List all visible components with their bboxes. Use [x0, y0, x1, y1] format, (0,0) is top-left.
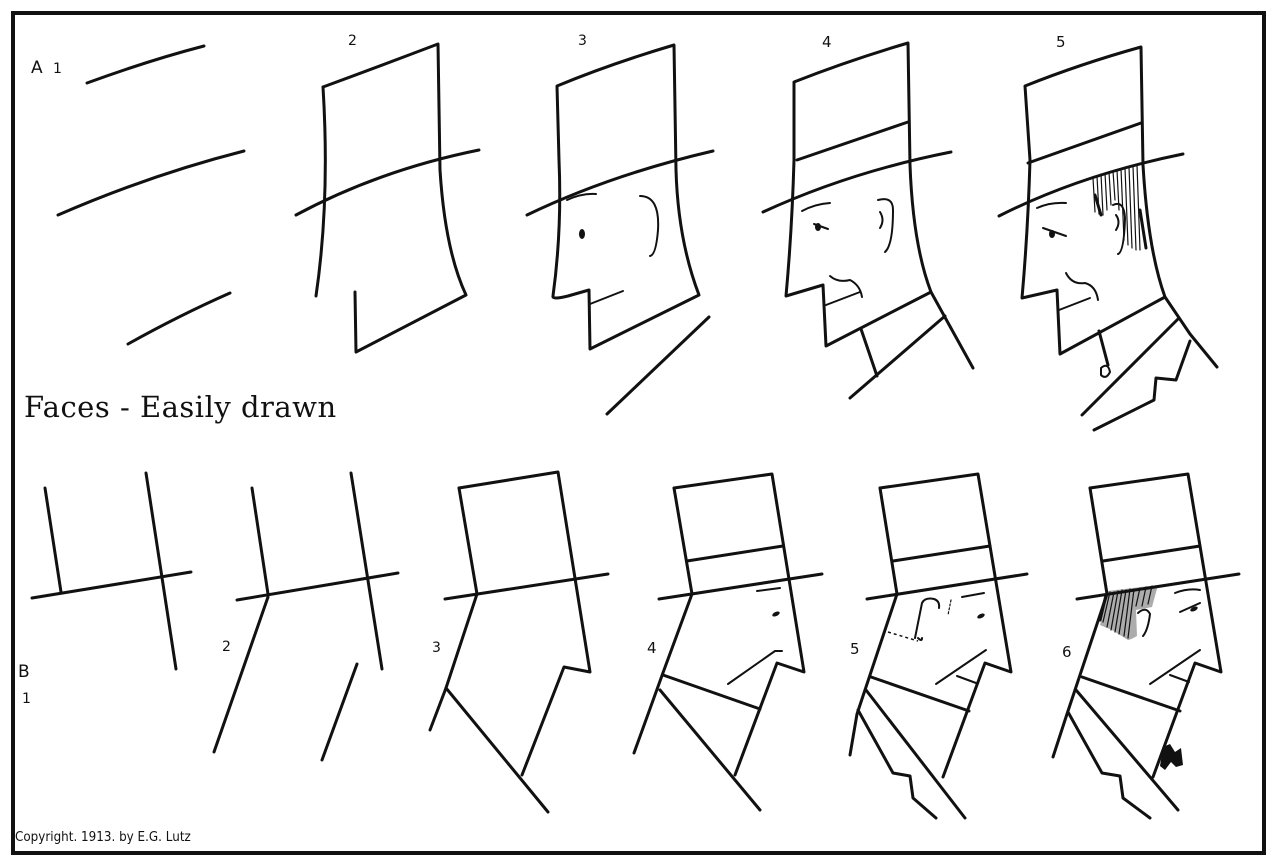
step-number-a5: 5 [1056, 33, 1066, 51]
figure-a2 [294, 42, 481, 354]
figure-a3 [525, 43, 715, 416]
step-number-a4: 4 [822, 33, 832, 51]
row-b-label: B [18, 662, 30, 682]
plate-border [11, 11, 1266, 855]
step-number-b5: 5 [850, 640, 860, 658]
step-number-b3: 3 [432, 640, 441, 656]
figure-b6 [1051, 472, 1241, 820]
figure-b5 [848, 472, 1029, 820]
figure-b3 [428, 470, 610, 814]
row-a-label: A [31, 58, 43, 78]
hair-hatching [1092, 164, 1148, 251]
step-number-a2: 2 [348, 33, 357, 49]
plate-title: Faces - Easily drawn [24, 390, 337, 424]
step-number-b4: 4 [647, 639, 657, 657]
step-number-b2: 2 [222, 639, 231, 655]
figure-b2 [212, 471, 400, 762]
bow-tie [1160, 744, 1183, 770]
figure-b1 [30, 471, 193, 671]
figure-a4 [761, 41, 975, 400]
step-number-b1: 1 [22, 691, 31, 707]
figure-a1 [56, 44, 246, 346]
step-number-a3: 3 [578, 33, 587, 49]
copyright-notice: Copyright. 1913. by E.G. Lutz [15, 830, 191, 845]
hair-hatching [1098, 585, 1158, 640]
step-number-b6: 6 [1062, 643, 1072, 661]
step-number-a1: 1 [53, 61, 62, 77]
figure-a5 [997, 45, 1219, 432]
figure-b4 [632, 472, 824, 812]
